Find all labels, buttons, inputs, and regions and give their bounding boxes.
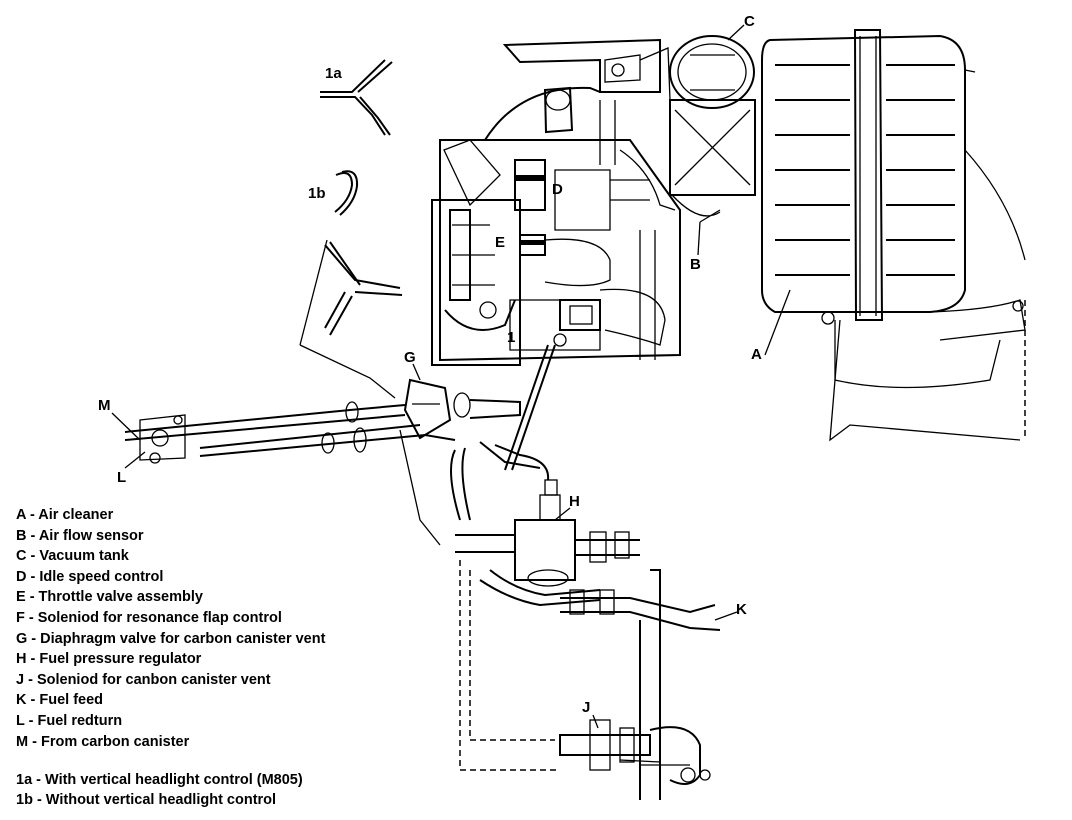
legend-item-a: A - Air cleaner: [16, 507, 114, 523]
throttle-valve-assembly: [431, 38, 681, 366]
legend-notes: 1a - With vertical headlight control (M8…: [16, 770, 303, 810]
callout-c: C: [744, 13, 755, 30]
fitting-1: [299, 239, 403, 399]
legend-item-d: D - Idle speed control: [16, 568, 164, 585]
callout-1a: 1a: [325, 65, 342, 82]
legend-item-h: H - Fuel pressure regulator: [16, 651, 202, 668]
legend: A - Air cleaner B - Air flow sensor C - …: [16, 505, 325, 752]
note-1b: 1b - Without vertical headlight control: [16, 792, 277, 808]
air-flow-sensor: [604, 47, 756, 223]
callout-b: B: [690, 256, 701, 273]
legend-item-k: K - Fuel feed: [16, 692, 104, 709]
fitting-1a: [320, 59, 393, 136]
note-1a: 1a - With vertical headlight control (M8…: [16, 772, 303, 788]
legend-item-g: G - Diaphragm valve for carbon canister …: [16, 630, 326, 647]
air-cleaner: [761, 29, 1026, 442]
callout-g: G: [404, 349, 416, 366]
fitting-1b: [334, 170, 359, 216]
solenoid-carbon-canister-vent: [559, 719, 711, 785]
callout-one: 1: [507, 329, 516, 346]
legend-item-f: F - Soleniod for resonance flap control: [16, 609, 282, 626]
legend-item-e: E - Throttle valve assembly: [16, 589, 203, 606]
legend-item-c: C - Vacuum tank: [16, 548, 129, 565]
vacuum-lines: [399, 344, 560, 771]
air-cleaner-ribs: [775, 64, 955, 276]
callout-l: L: [117, 469, 127, 486]
carbon-canister-hoses: [124, 401, 456, 464]
legend-item-m: M - From carbon canister: [16, 733, 190, 750]
callout-d: D: [552, 181, 563, 198]
legend-item-b: B - Air flow sensor: [16, 527, 144, 544]
fuel-pressure-regulator: [450, 441, 721, 800]
callout-a: A: [751, 346, 762, 363]
callout-m: M: [98, 397, 111, 414]
callout-e: E: [495, 234, 506, 251]
vacuum-tank: [669, 35, 755, 109]
callout-j: J: [582, 699, 591, 716]
callout-1b: 1b: [308, 185, 326, 202]
diaphragm-valve: [403, 378, 521, 440]
leader-lines: [111, 289, 791, 729]
legend-item-j: J - Soleniod for canbon canister vent: [16, 671, 271, 688]
callout-h: H: [569, 493, 580, 510]
legend-item-l: L - Fuel redturn: [16, 712, 123, 729]
callout-k: K: [736, 601, 747, 618]
